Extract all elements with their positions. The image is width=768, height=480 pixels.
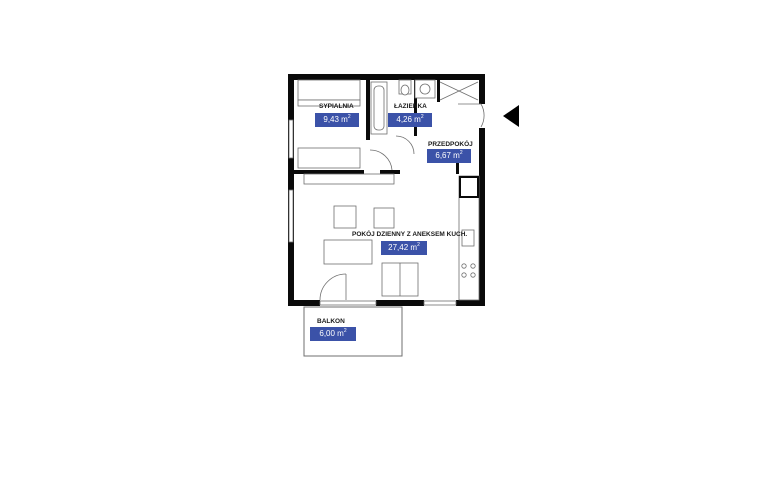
room-name-sypialnia: SYPIALNIA	[319, 103, 354, 110]
unit-superscript: 2	[459, 150, 463, 156]
area-value: 4,26 m	[396, 115, 421, 124]
area-badge-lazienka: 4,26 m2	[388, 113, 432, 127]
kitchen-counter	[458, 175, 480, 301]
room-name-lazienka: ŁAZIENKA	[394, 103, 427, 110]
area-badge-pokoj: 27,42 m2	[381, 241, 427, 255]
area-badge-balkon: 6,00 m2	[310, 327, 356, 341]
unit-superscript: 2	[417, 242, 420, 248]
bedroom-furniture	[297, 79, 393, 171]
bathroom-fixtures	[370, 79, 436, 155]
area-value: 6,67 m	[435, 151, 460, 160]
balcony-outline	[303, 306, 403, 357]
area-value: 6,00 m	[319, 329, 344, 338]
entrance-arrow-icon	[503, 105, 519, 127]
living-furniture	[319, 205, 419, 301]
unit-superscript: 2	[343, 328, 347, 334]
interior-walls	[294, 80, 459, 174]
room-name-przedpokoj: PRZEDPOKÓJ	[428, 141, 473, 148]
area-value: 27,42 m	[388, 243, 418, 252]
unit-superscript: 2	[420, 114, 424, 120]
area-badge-sypialnia: 9,43 m2	[315, 113, 359, 127]
unit-superscript: 2	[347, 114, 351, 120]
windows	[288, 119, 457, 306]
area-badge-przedpokoj: 6,67 m2	[427, 149, 471, 163]
wardrobe	[303, 173, 395, 185]
area-value: 9,43 m	[323, 115, 348, 124]
room-name-pokoj: POKÓJ DZIENNY Z ANEKSEM KUCH.	[352, 231, 468, 238]
room-name-balkon: BALKON	[317, 318, 345, 325]
entrance-door	[439, 81, 485, 128]
